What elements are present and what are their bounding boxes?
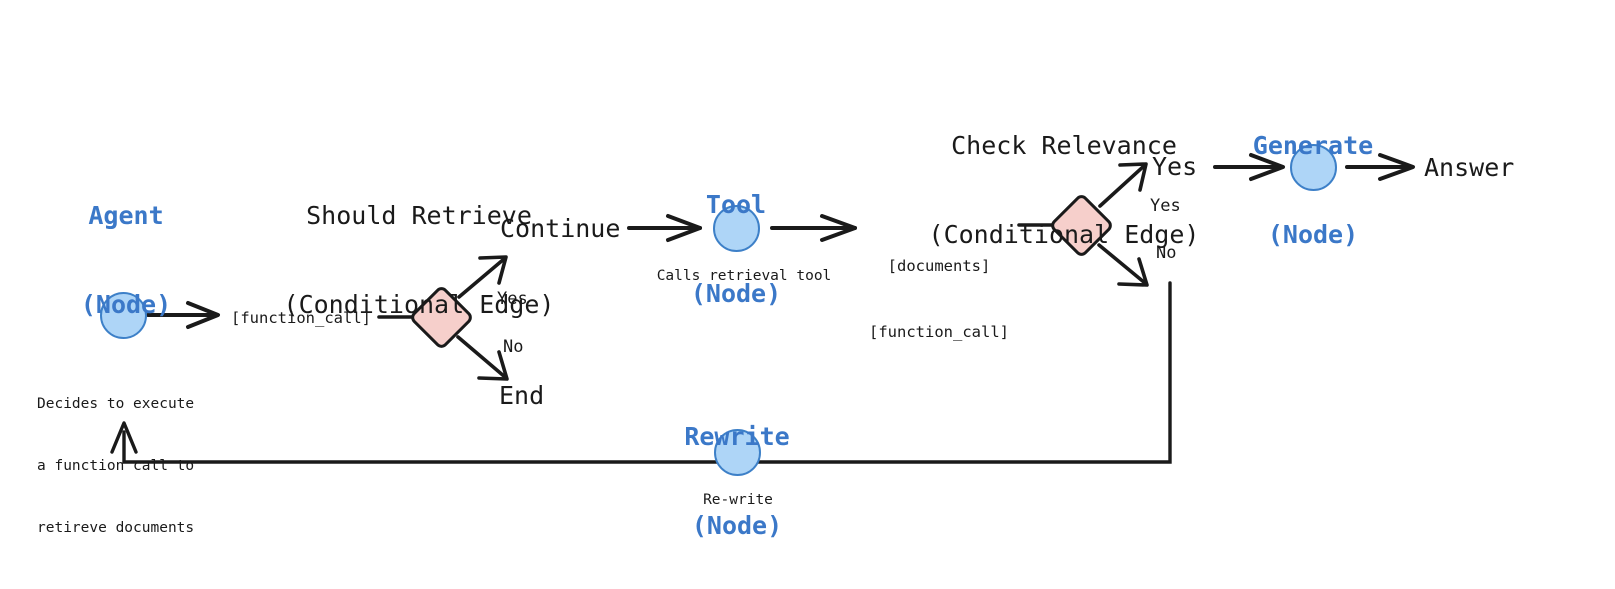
agent-caption-line2: a function call to xyxy=(37,457,195,474)
rewrite-node-caption: Re-write xyxy=(703,492,773,508)
should-retrieve-no-label: No xyxy=(503,337,524,357)
tool-node-title: Tool (Node) xyxy=(652,131,820,367)
generate-node-circle[interactable] xyxy=(1290,144,1337,191)
check-relevance-title: Check Relevance (Conditional Edge) xyxy=(904,72,1224,308)
end-target-label: End xyxy=(499,381,545,410)
should-retrieve-title-line2: (Conditional Edge) xyxy=(283,289,555,319)
agent-node-caption: Decides to execute a function call to re… xyxy=(37,353,237,579)
check-relevance-input-line1: [documents] xyxy=(887,257,991,275)
generate-node-title: Generate (Node) xyxy=(1229,72,1397,308)
rewrite-node-title-line1: Rewrite xyxy=(684,422,790,451)
continue-target-label: Continue xyxy=(500,214,621,243)
check-relevance-input-line2: [function_call] xyxy=(869,323,1009,341)
rewrite-node-title-line2: (Node) xyxy=(691,510,783,540)
agent-node-title-line2: (Node) xyxy=(80,289,172,319)
yes-target-label: Yes xyxy=(1152,152,1198,181)
check-relevance-title-line1: Check Relevance xyxy=(951,131,1177,160)
check-relevance-yes-label: Yes xyxy=(1150,196,1181,216)
tool-node-caption: Calls retrieval tool xyxy=(656,268,832,284)
generate-node-title-line1: Generate xyxy=(1252,131,1374,160)
check-relevance-no-label: No xyxy=(1156,243,1177,263)
tool-node-title-line2: (Node) xyxy=(690,278,782,308)
check-relevance-title-line2: (Conditional Edge) xyxy=(928,219,1200,249)
rewrite-node-title: Rewrite (Node) xyxy=(653,363,821,589)
agent-node-title-line1: Agent xyxy=(88,201,164,230)
should-retrieve-title: Should Retrieve (Conditional Edge) xyxy=(259,142,579,378)
agent-node-circle[interactable] xyxy=(100,292,147,339)
agent-caption-line1: Decides to execute xyxy=(37,396,195,413)
answer-target-label: Answer xyxy=(1424,153,1515,182)
agent-caption-line3: retireve documents xyxy=(37,519,195,536)
should-retrieve-yes-label: Yes xyxy=(497,289,528,309)
generate-node-title-line2: (Node) xyxy=(1267,219,1359,249)
check-relevance-input-label: [documents] [function_call] xyxy=(860,211,1018,387)
should-retrieve-title-line1: Should Retrieve xyxy=(306,201,532,230)
tool-node-circle[interactable] xyxy=(713,205,760,252)
agent-node-title: Agent (Node) xyxy=(42,142,210,378)
rewrite-node-circle[interactable] xyxy=(714,429,761,476)
tool-node-title-line1: Tool xyxy=(705,190,767,219)
should-retrieve-input-label: [function_call] xyxy=(231,309,371,327)
